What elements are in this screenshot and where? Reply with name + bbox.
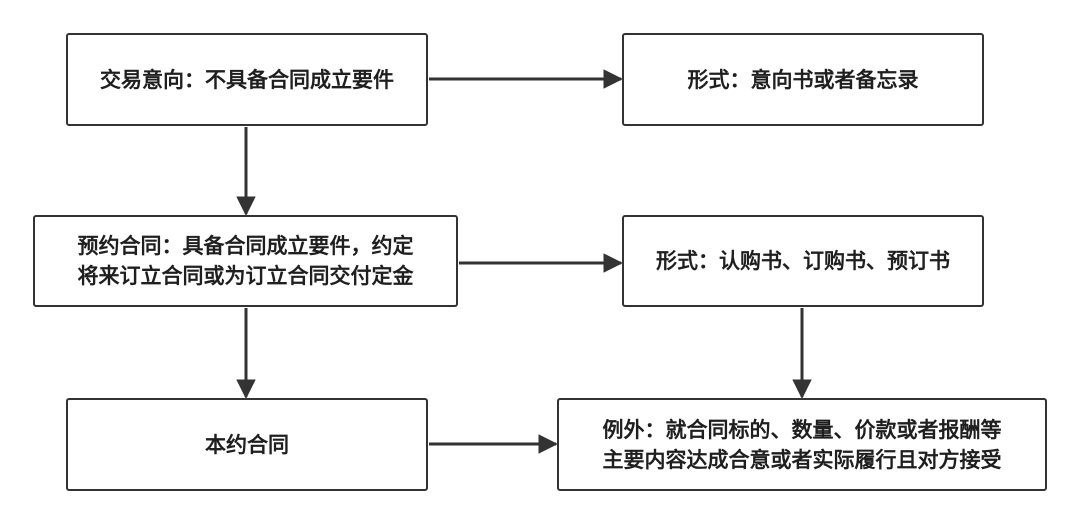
node-main-contract: 本约合同 (66, 398, 428, 491)
node-precontract-line-1: 预约合同：具备合同成立要件，约定 (77, 234, 414, 258)
node-precontract-form: 形式：认购书、订购书、预订书 (622, 215, 984, 307)
node-precontract-form-label: 形式：认购书、订购书、预订书 (656, 249, 950, 273)
node-exception-line-1: 例外：就合同标的、数量、价款或者报酬等 (602, 417, 1002, 442)
node-transaction-intent-label: 交易意向：不具备合同成立要件 (100, 67, 394, 92)
node-exception-line-2: 主要内容达成合意或者实际履行且对方接受 (602, 447, 1002, 472)
node-precontract-line-2: 将来订立合同或为订立合同交付定金 (77, 264, 414, 288)
node-intent-form-label: 形式：意向书或者备忘录 (687, 67, 919, 92)
node-transaction-intent: 交易意向：不具备合同成立要件 (66, 33, 428, 126)
node-intent-form: 形式：意向书或者备忘录 (622, 33, 984, 126)
node-precontract: 预约合同：具备合同成立要件，约定 将来订立合同或为订立合同交付定金 (33, 215, 458, 307)
node-exception: 例外：就合同标的、数量、价款或者报酬等 主要内容达成合意或者实际履行且对方接受 (557, 398, 1047, 491)
node-main-contract-label: 本约合同 (205, 432, 289, 457)
